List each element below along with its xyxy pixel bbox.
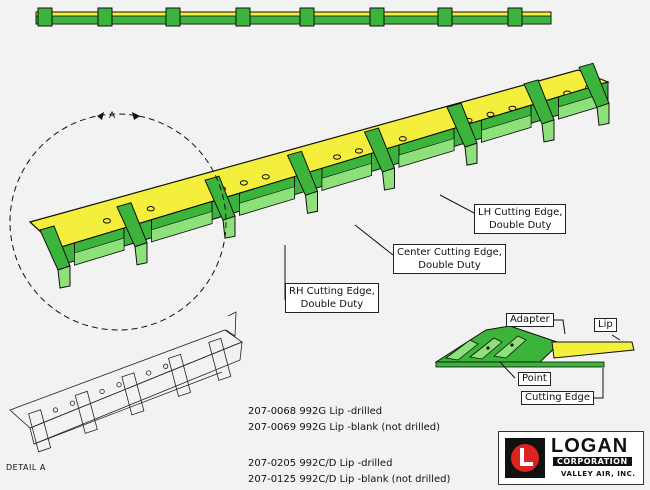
tooth-point xyxy=(57,265,71,289)
tooth-point xyxy=(541,119,555,143)
lh-callout-line2: Double Duty xyxy=(488,220,552,231)
detail-bolt-outline xyxy=(116,382,122,388)
cutting-edge-wear-strip xyxy=(239,186,295,216)
detail-tooth-outline xyxy=(208,337,232,381)
tooth-point xyxy=(381,167,395,191)
part-number-1: 207-0068 992G Lip -drilled xyxy=(248,406,383,417)
logo-name: LOGAN xyxy=(551,435,629,457)
lip-label: Lip xyxy=(594,318,617,332)
detail-bolt-outline xyxy=(163,363,169,369)
logo-division: VALLEY AIR, INC. xyxy=(561,470,636,478)
part-number-3: 207-0205 992C/D Lip -drilled xyxy=(248,458,393,469)
rh-callout-line2: Double Duty xyxy=(300,299,364,310)
cutting-edge-wear-strip xyxy=(74,237,125,266)
top-view-tooth xyxy=(507,7,523,27)
top-view-tooth xyxy=(165,7,181,27)
lip-bolt xyxy=(146,206,155,212)
cutting-edge-wear-strip xyxy=(398,138,455,168)
lip-bolt xyxy=(261,174,270,180)
lip-bolt xyxy=(486,111,495,118)
top-view-tooth xyxy=(369,7,385,27)
lip-bolt xyxy=(398,136,407,142)
part-number-2: 207-0069 992G Lip -blank (not drilled) xyxy=(248,422,441,433)
detail-bolt-outline xyxy=(146,370,152,376)
center-callout-line1: Center Cutting Edge, xyxy=(397,247,502,258)
detail-bolt-outline xyxy=(99,388,105,395)
tooth-point xyxy=(134,242,148,266)
logan-emblem-icon xyxy=(505,438,545,478)
detail-a-circle xyxy=(9,112,227,331)
rh-callout-line1: RH Cutting Edge, xyxy=(289,286,375,297)
detail-tooth-outline xyxy=(74,390,98,434)
top-view-tooth xyxy=(97,7,113,27)
lip-bolt xyxy=(333,154,342,160)
tooth-point xyxy=(464,142,478,166)
top-view-tooth xyxy=(299,7,315,27)
logo-subtitle: CORPORATION xyxy=(553,457,632,466)
detail-a-drawing xyxy=(9,311,243,453)
detail-bolt-outline xyxy=(52,407,59,413)
cutting-edge-wear-strip xyxy=(321,162,372,191)
detail-marker: A xyxy=(109,111,116,121)
cutting-edge-wear-strip xyxy=(151,211,213,243)
top-view-tooth xyxy=(37,7,53,27)
lip-bolt xyxy=(102,218,111,224)
lip-bolt xyxy=(354,148,363,154)
detail-tooth-outline xyxy=(121,372,145,416)
cutting-edge-wear-strip xyxy=(481,114,532,143)
detail-tooth-outline xyxy=(28,409,52,453)
section-leaders xyxy=(499,319,621,399)
detail-tooth-outline xyxy=(168,353,192,397)
center-callout-line2: Double Duty xyxy=(418,260,481,271)
cutting-edge-label: Cutting Edge xyxy=(521,391,594,405)
rh-cutting-edge-callout: RH Cutting Edge, Double Duty xyxy=(285,283,379,313)
tooth-point xyxy=(596,102,610,126)
detail-bolt-outline xyxy=(69,400,76,406)
lh-cutting-edge-callout: LH Cutting Edge, Double Duty xyxy=(474,204,567,234)
detail-a-label: DETAIL A xyxy=(6,463,46,472)
top-view-tooth xyxy=(235,7,251,27)
main-lip-assembly xyxy=(28,62,610,289)
tooth-point xyxy=(222,215,236,239)
top-view-tooth xyxy=(437,7,453,27)
tooth-point xyxy=(304,190,318,214)
point-label: Point xyxy=(518,372,551,386)
lh-callout-line1: LH Cutting Edge, xyxy=(478,207,563,218)
part-number-4: 207-0125 992C/D Lip -blank (not drilled) xyxy=(248,474,451,485)
adapter-label: Adapter xyxy=(506,313,554,327)
center-cutting-edge-callout: Center Cutting Edge, Double Duty xyxy=(393,244,506,274)
top-view-lip xyxy=(35,7,552,27)
lip-bolt xyxy=(239,180,248,186)
cross-section-view xyxy=(434,325,635,368)
logan-logo: LOGAN CORPORATION VALLEY AIR, INC. xyxy=(498,431,644,485)
